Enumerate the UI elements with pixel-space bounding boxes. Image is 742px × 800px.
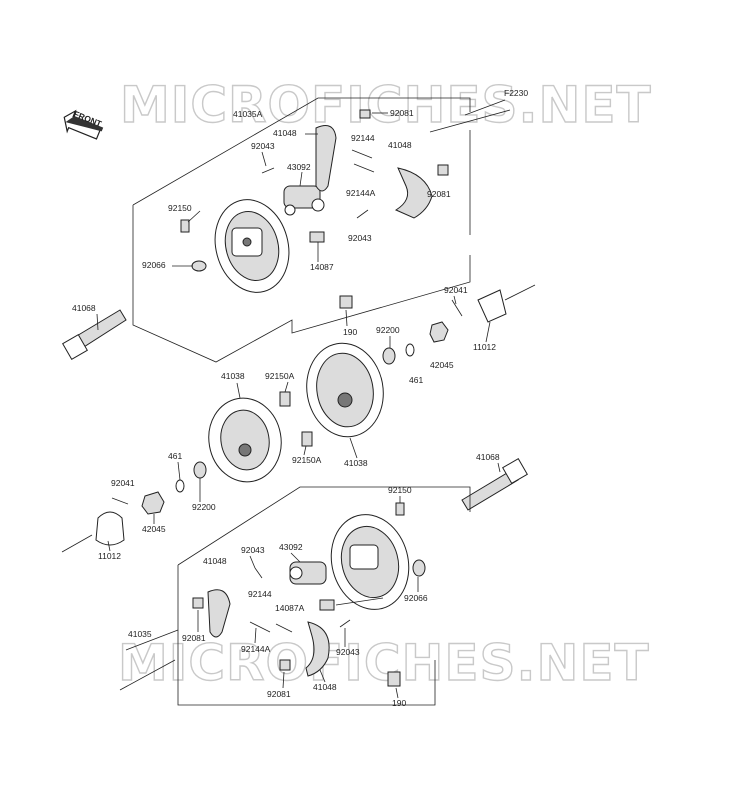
lower-bolt [395,502,405,516]
lower-clip-bottom [279,659,291,671]
lower-clip-left [192,597,204,609]
upper-pin-2 [356,209,369,219]
part-label[interactable]: 41048 [313,682,337,692]
upper-shoe-right [394,167,433,219]
part-label[interactable]: 92043 [348,233,372,243]
part-label[interactable]: 92144A [241,644,271,654]
upper-pin-1 [261,167,275,174]
watermark-bottom: MICROFICHES.NET [118,634,650,692]
part-label[interactable]: 41048 [273,128,297,138]
cap-upper [477,289,507,323]
upper-clip-top [359,109,371,119]
part-label[interactable]: 461 [409,375,423,385]
part-label[interactable]: 92144A [346,188,376,198]
part-label[interactable]: 43092 [287,162,311,172]
part-label[interactable]: 92150 [388,485,412,495]
part-label[interactable]: 11012 [473,342,496,352]
lower-pin-1 [254,567,263,579]
part-label[interactable]: 190 [343,327,357,337]
part-label[interactable]: 41038 [221,371,245,381]
front-arrow-icon [63,109,104,140]
part-label[interactable]: 14087 [310,262,334,272]
part-label[interactable]: 41048 [388,140,412,150]
part-label[interactable]: 41035 [128,629,152,639]
upper-springs [351,149,375,173]
left-axle-shaft [62,309,127,360]
part-label[interactable]: 92081 [390,108,414,118]
part-label[interactable]: 92043 [251,141,275,151]
cotter-pin-lower [111,497,129,505]
washer-lower [193,461,207,479]
part-label[interactable]: 41048 [203,556,227,566]
part-label[interactable]: 41068 [476,452,500,462]
part-label[interactable]: 92081 [267,689,291,699]
upper-assembly-frame [132,97,511,363]
lower-springs [249,621,293,633]
upper-wheel-cylinder [283,185,325,216]
part-label[interactable]: 92041 [111,478,135,488]
part-label[interactable]: 92081 [427,189,451,199]
washer-upper [382,347,396,365]
part-label[interactable]: 41035A [233,109,263,119]
lower-pin-2 [339,619,351,628]
cotter-ring-lower [175,479,185,493]
part-label[interactable]: 92150A [292,455,322,465]
upper-adjuster [309,231,325,243]
right-axle-shaft [461,458,528,511]
part-label[interactable]: 92150 [168,203,192,213]
part-label[interactable]: 92066 [142,260,166,270]
part-label[interactable]: 92041 [444,285,468,295]
upper-bolt [180,219,190,233]
upper-backing-plate [214,199,290,293]
part-label[interactable]: 92200 [376,325,400,335]
part-label[interactable]: 92144 [351,133,375,143]
upper-plug [191,260,207,272]
part-labels: 92081 41035A 41048 92144 41048 92043 430… [72,108,500,708]
part-label[interactable]: 42045 [430,360,454,370]
cap-lower [95,511,125,546]
part-label[interactable]: 190 [392,698,406,708]
lower-backing-plate [330,514,410,610]
part-label[interactable]: 42045 [142,524,166,534]
hub-stud-lower [301,431,313,447]
lower-assembly-frame [119,486,471,706]
watermark-top: MICROFICHES.NET [120,76,652,134]
cotter-ring-upper [405,343,415,357]
part-label[interactable]: 92200 [192,502,216,512]
nut-upper [429,321,449,343]
lower-shoe-right [305,621,330,677]
part-label[interactable]: 43092 [279,542,303,552]
hub-stud-upper [279,391,291,407]
part-label[interactable]: 92043 [336,647,360,657]
lower-wheel-cylinder [289,561,327,585]
bolt-190-upper [339,295,353,309]
part-label[interactable]: 92043 [241,545,265,555]
upper-clip-right [437,164,449,176]
part-label[interactable]: 92066 [404,593,428,603]
bolt-190-lower [387,671,401,687]
leader-lines [96,112,501,699]
cotter-pin-upper [451,299,463,317]
hub-left [208,397,282,483]
upper-shoe-left [315,125,337,192]
nut-lower [141,491,165,515]
part-label[interactable]: 41068 [72,303,96,313]
part-label[interactable]: 461 [168,451,182,461]
lower-plug [412,559,426,577]
part-label[interactable]: 41038 [344,458,368,468]
part-label[interactable]: 14087A [275,603,305,613]
part-label[interactable]: 11012 [98,551,121,561]
part-label[interactable]: 92081 [182,633,206,643]
part-label[interactable]: 92150A [265,371,295,381]
hub-right [306,342,384,438]
part-label[interactable]: 92144 [248,589,272,599]
lower-shoe-left [207,589,231,638]
reference-code: F2230 [504,88,528,98]
lower-adjuster [319,599,335,611]
